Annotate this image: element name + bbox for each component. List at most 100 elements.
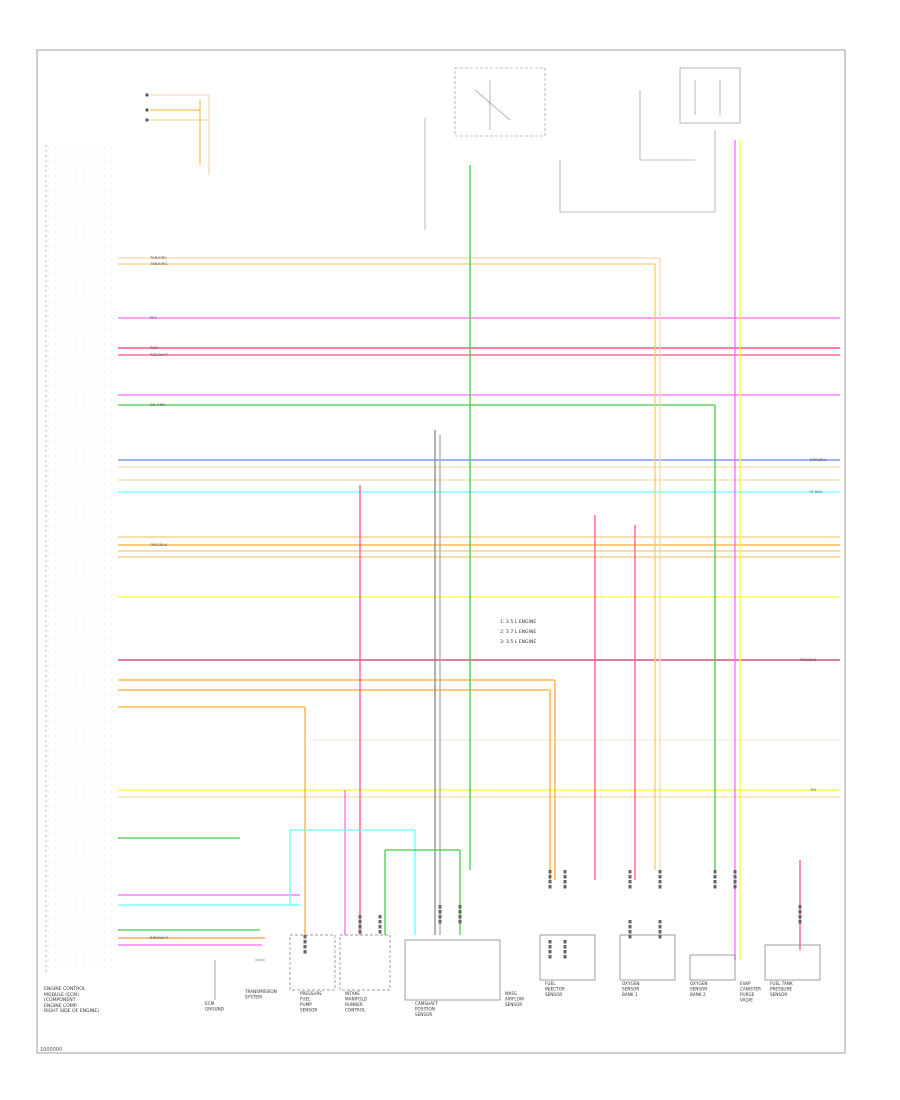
connector-pin: [628, 930, 632, 934]
wire-label-w2: TAN/ORG: [149, 261, 167, 266]
component-label-c2: INTAKE: [345, 991, 360, 996]
component-label-c8: PRESSURE: [770, 987, 792, 992]
connector-pin: [548, 880, 552, 884]
connector-pin: [628, 870, 632, 874]
component-label-c11: GROUND: [205, 1007, 224, 1012]
ecm-label-line: ENGINE CONTROL: [44, 987, 86, 992]
connector-pin: [548, 875, 552, 879]
component-label-c7: OXYGEN: [690, 981, 707, 986]
connector-pin: [658, 870, 662, 874]
wire-label-w6: DK GRN: [150, 402, 165, 407]
component-label-c5: FUEL: [545, 981, 556, 986]
connector-pin: [658, 875, 662, 879]
ecm-pin-ticks: [48, 147, 112, 968]
component-label-c8: SENSOR: [770, 992, 787, 997]
connector-pin: [378, 930, 382, 934]
connector-pin: [733, 870, 737, 874]
connector-pin: [548, 940, 552, 944]
wire-label-w10: PNK/BLK: [800, 657, 817, 662]
connector-pin: [358, 930, 362, 934]
component-label-c9: VALVE: [740, 998, 753, 1003]
connector-pin: [713, 870, 717, 874]
component-label-c9: CANISTER: [740, 987, 761, 992]
connector-pin: [658, 930, 662, 934]
connector-pin: [548, 945, 552, 949]
wire-label-w5: RED/WHT: [150, 352, 169, 357]
component-label-c1: FUEL: [300, 997, 311, 1002]
ecm-label-line: (COMPONENT: [44, 998, 76, 1004]
connector-pin: [563, 955, 567, 959]
connector-pin: [438, 905, 442, 909]
connector-pin: [548, 885, 552, 889]
connector-pin: [713, 880, 717, 884]
diagram-code: 1000000: [40, 1047, 63, 1053]
connector-pin: [563, 875, 567, 879]
wire-label-w9: ORG/BLK: [150, 542, 168, 547]
connector-pin: [378, 915, 382, 919]
connector-pin: [303, 940, 307, 944]
wire-label-w8: LT BLU: [810, 489, 823, 494]
connector-pin: [378, 920, 382, 924]
connector-pin: [303, 950, 307, 954]
connector-pin: [658, 925, 662, 929]
connector-pin: [798, 905, 802, 909]
component-label-c2: MANIFOLD: [345, 997, 367, 1002]
connector-pin: [303, 945, 307, 949]
connector-pin: [658, 935, 662, 939]
connector-pin: [658, 885, 662, 889]
connector-pin: [438, 910, 442, 914]
component-label-c7: BANK 2: [690, 992, 706, 997]
connector-pin: [563, 945, 567, 949]
wire-label-w11: YEL: [810, 787, 818, 792]
connector-pin: [358, 925, 362, 929]
connector-pin: [458, 905, 462, 909]
connector-pin: [548, 950, 552, 954]
component-label-c5: INJECTOR: [545, 987, 565, 992]
connector-pin: [733, 875, 737, 879]
legend-item: 1: 3.5 L ENGINE: [500, 620, 537, 625]
connector-pin: [378, 925, 382, 929]
wire-label-w7: BRN/BLU: [810, 457, 827, 462]
connector-pin: [798, 910, 802, 914]
component-label-c11: ECM: [205, 1001, 215, 1006]
legend-item: 3: 3.5 L ENGINE: [500, 640, 537, 645]
diagram-frame: [36, 49, 846, 1054]
connector-pin: [628, 920, 632, 924]
component-label-c7: SENSOR: [690, 987, 707, 992]
ecm-label-line: RIGHT SIDE OF ENGINE): [44, 1009, 100, 1015]
connector-pin: [628, 925, 632, 929]
component-label-c6: SENSOR: [622, 987, 639, 992]
component-labels: PRESSUREFUELPUMPSENSORINTAKEMANIFOLDRUNN…: [205, 981, 793, 1017]
component-label-c4: AIRFLOW: [505, 997, 524, 1002]
component-label-c5: SENSOR: [545, 992, 562, 997]
connector-pin: [563, 950, 567, 954]
transmission-connector-top: [145, 93, 210, 175]
connector-pin: [563, 880, 567, 884]
component-label-c6: BANK 1: [622, 992, 638, 997]
connector-pin: [713, 885, 717, 889]
connector-pin: [548, 955, 552, 959]
component-label-c9: EVAP: [740, 981, 751, 986]
connector-pins: [303, 870, 802, 959]
connector-pin: [733, 880, 737, 884]
component-label-c1: SENSOR: [300, 1008, 317, 1013]
component-label-c1: PUMP: [300, 1002, 312, 1007]
component-label-c10: SYSTEM: [245, 995, 262, 1000]
ecm-label-line: MODULE (ECM): [44, 992, 80, 998]
component-label-c2: CONTROL: [345, 1008, 366, 1013]
component-label-c8: FUEL TANK: [770, 981, 793, 986]
bottom-components: [214, 934, 821, 1001]
connector-pin: [458, 910, 462, 914]
top-relay-box: [424, 67, 741, 230]
component-label-c3: CAMSHAFT: [415, 1001, 438, 1006]
connector-pin: [713, 875, 717, 879]
vertical-wire-runs: [289, 140, 801, 960]
component-label-c3: POSITION: [415, 1007, 435, 1012]
connector-pin: [628, 885, 632, 889]
connector-pin: [563, 870, 567, 874]
connector-pin: [303, 935, 307, 939]
connector-pin: [628, 935, 632, 939]
